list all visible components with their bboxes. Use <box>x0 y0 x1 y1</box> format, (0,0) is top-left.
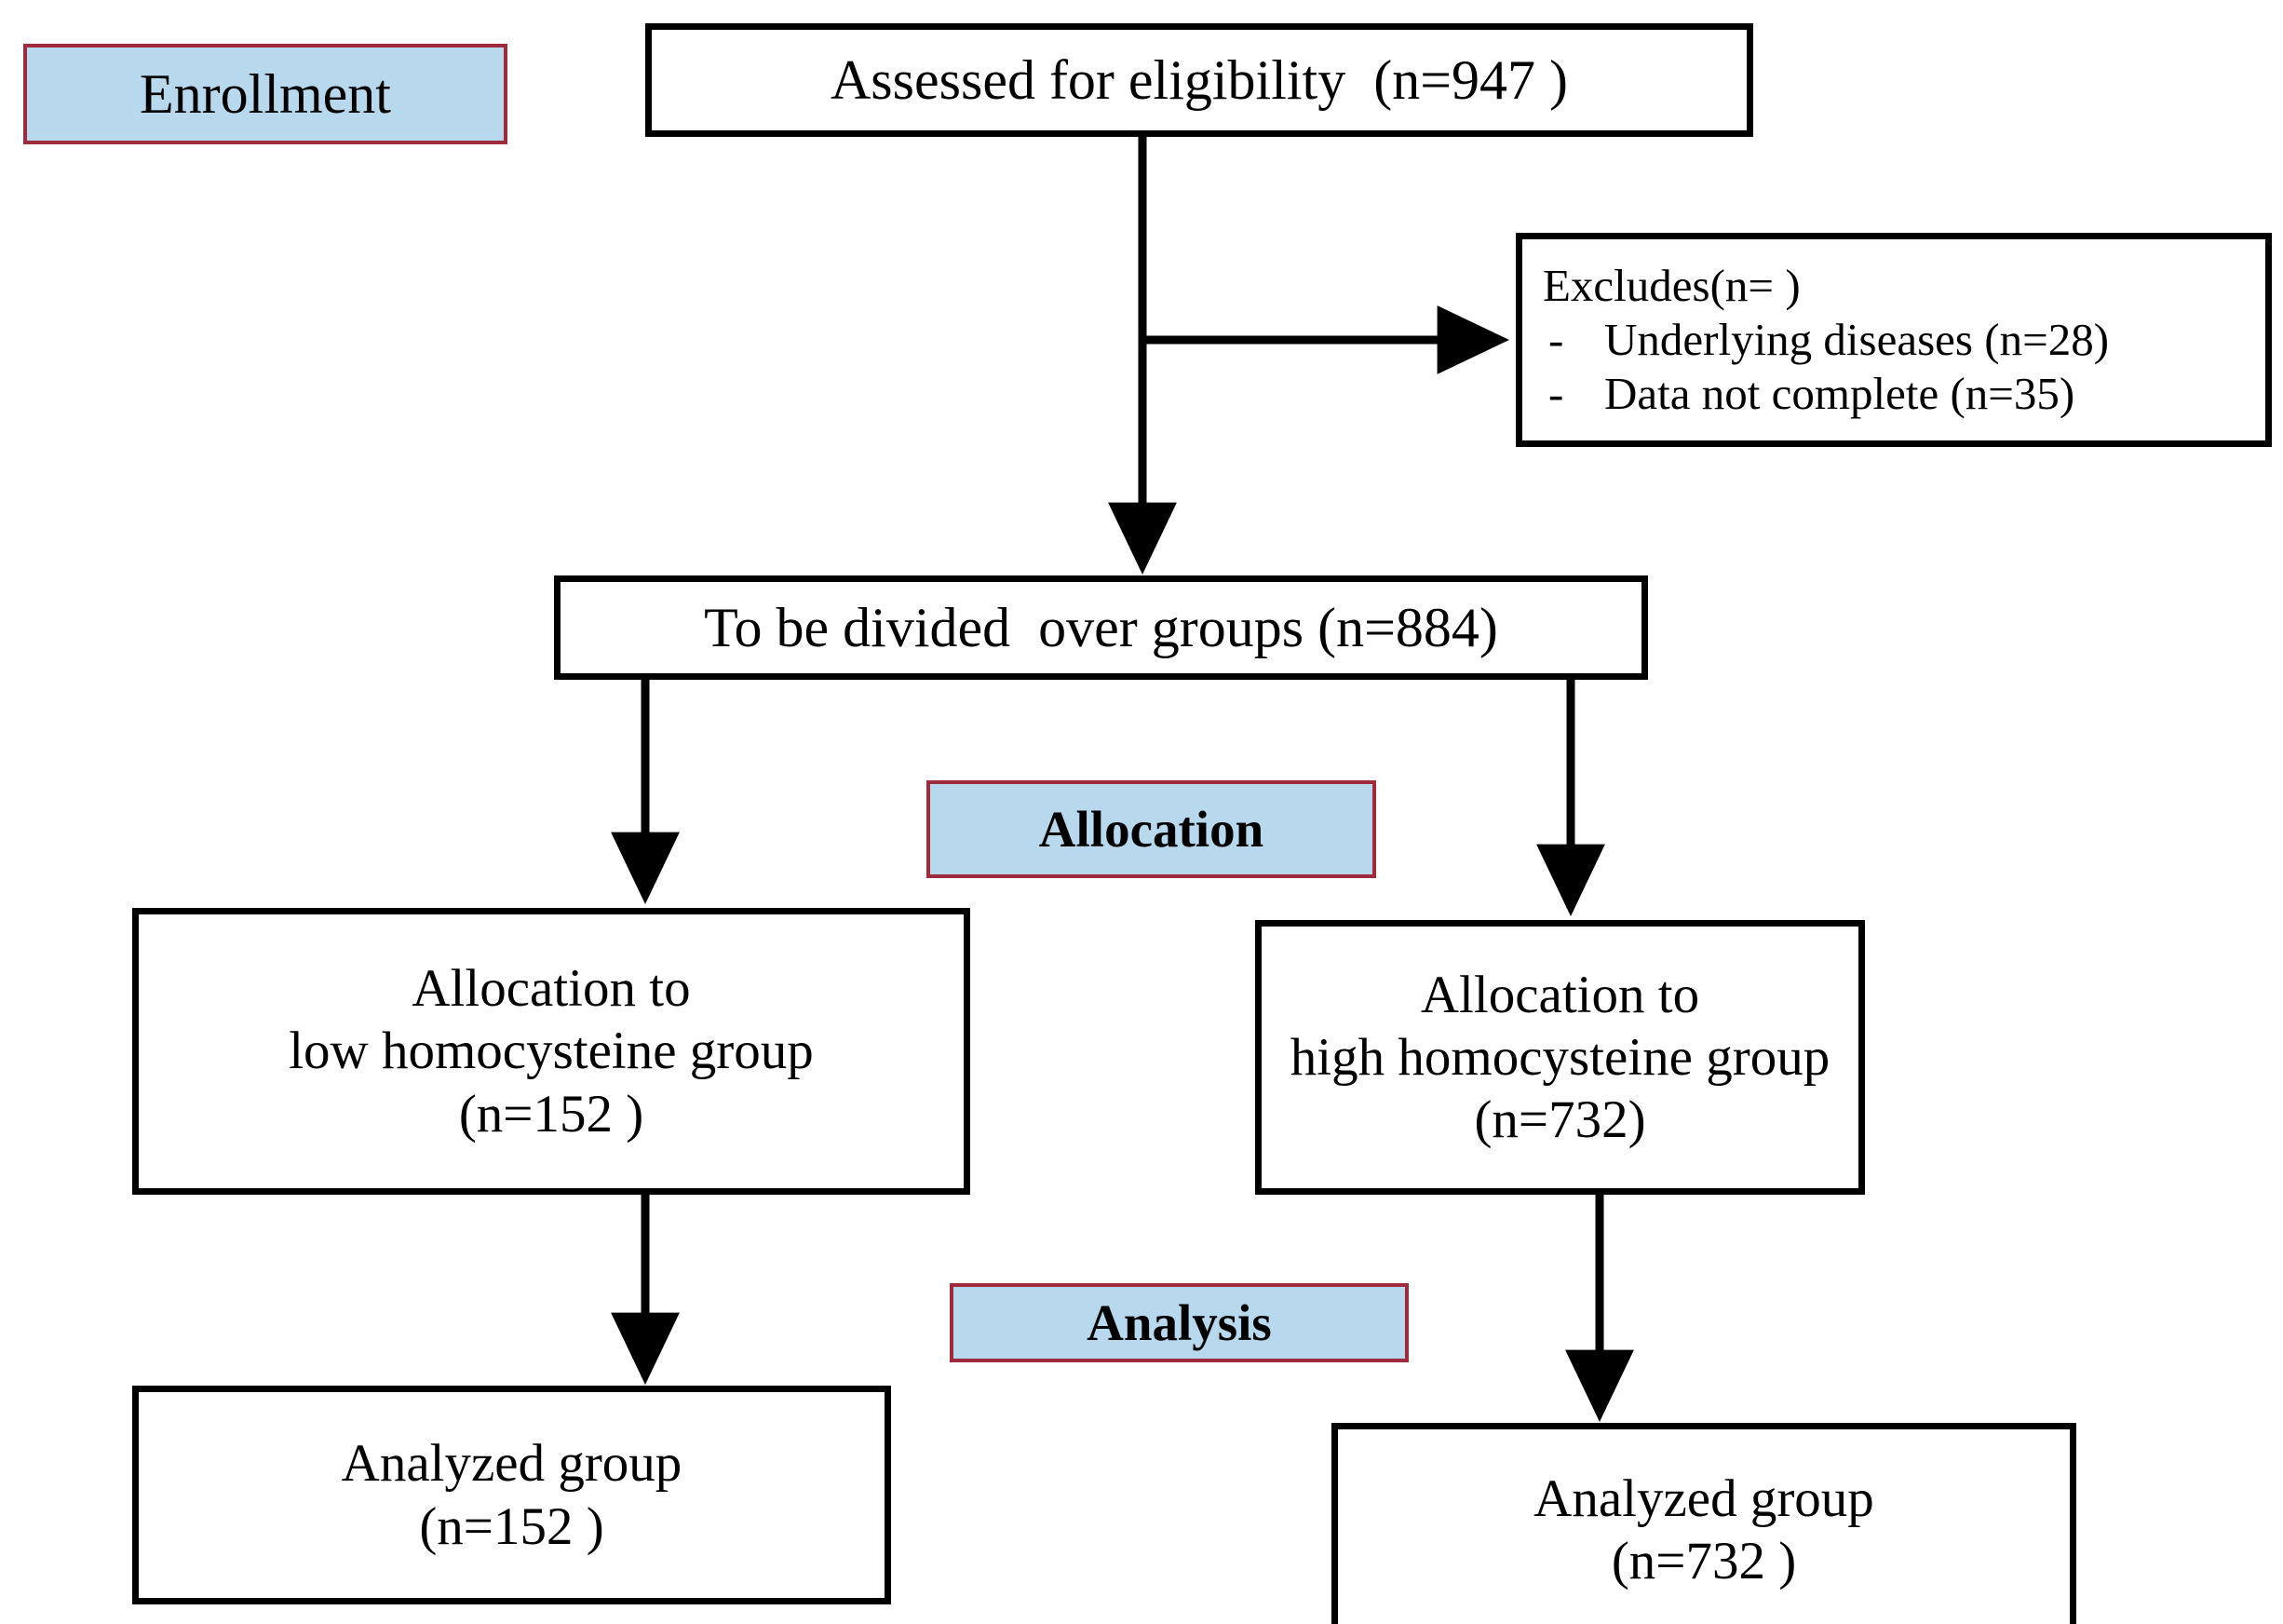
stage-tag-enrollment-label: Enrollment <box>140 62 391 125</box>
bullet-dash-icon: - <box>1548 367 1564 419</box>
node-excludes-item-1-text: Underlying diseases (n=28) <box>1604 314 2110 366</box>
stage-tag-analysis-label: Analysis <box>1087 1294 1272 1351</box>
node-alloc-high-line-2: high homocysteine group <box>1290 1027 1830 1087</box>
node-analyzed-group-low: Analyzed group (n=152 ) <box>132 1386 891 1604</box>
node-alloc-high-line-1: Allocation to <box>1420 965 1700 1024</box>
node-excludes-item-1: - Underlying diseases (n=28) <box>1543 313 2109 367</box>
node-to-be-divided-over-groups: To be divided over groups (n=884) <box>554 575 1648 680</box>
stage-tag-allocation-label: Allocation <box>1038 801 1264 858</box>
node-excludes: Excludes(n= ) - Underlying diseases (n=2… <box>1516 233 2272 447</box>
node-analyzed-group-high: Analyzed group (n=732 ) <box>1331 1423 2076 1624</box>
node-alloc-low-line-2: low homocysteine group <box>289 1022 814 1081</box>
node-assessed-line-1: Assessed for eligibility (n=947 ) <box>830 48 1569 111</box>
node-analyzed-low-line-2: (n=152 ) <box>419 1496 604 1556</box>
node-analyzed-high-line-1: Analyzed group <box>1533 1468 1874 1528</box>
node-excludes-heading: Excludes(n= ) <box>1543 260 1801 312</box>
node-allocation-low-homocysteine: Allocation to low homocysteine group (n=… <box>132 908 970 1195</box>
node-alloc-high-line-3: (n=732) <box>1474 1090 1646 1150</box>
stage-tag-enrollment: Enrollment <box>23 44 507 144</box>
node-assessed-for-eligibility: Assessed for eligibility (n=947 ) <box>645 23 1753 137</box>
stage-tag-allocation: Allocation <box>926 780 1376 878</box>
bullet-dash-icon: - <box>1548 314 1564 366</box>
node-alloc-low-line-1: Allocation to <box>412 959 691 1019</box>
node-analyzed-high-line-2: (n=732 ) <box>1611 1532 1797 1590</box>
node-alloc-low-line-3: (n=152 ) <box>458 1084 644 1144</box>
node-excludes-item-2-text: Data not complete (n=35) <box>1604 367 2075 419</box>
node-divided-line-1: To be divided over groups (n=884) <box>704 596 1498 658</box>
stage-tag-analysis: Analysis <box>950 1283 1409 1362</box>
node-excludes-item-2: - Data not complete (n=35) <box>1543 367 2074 421</box>
node-analyzed-low-line-1: Analyzed group <box>341 1434 682 1494</box>
node-allocation-high-homocysteine: Allocation to high homocysteine group (n… <box>1255 920 1865 1195</box>
